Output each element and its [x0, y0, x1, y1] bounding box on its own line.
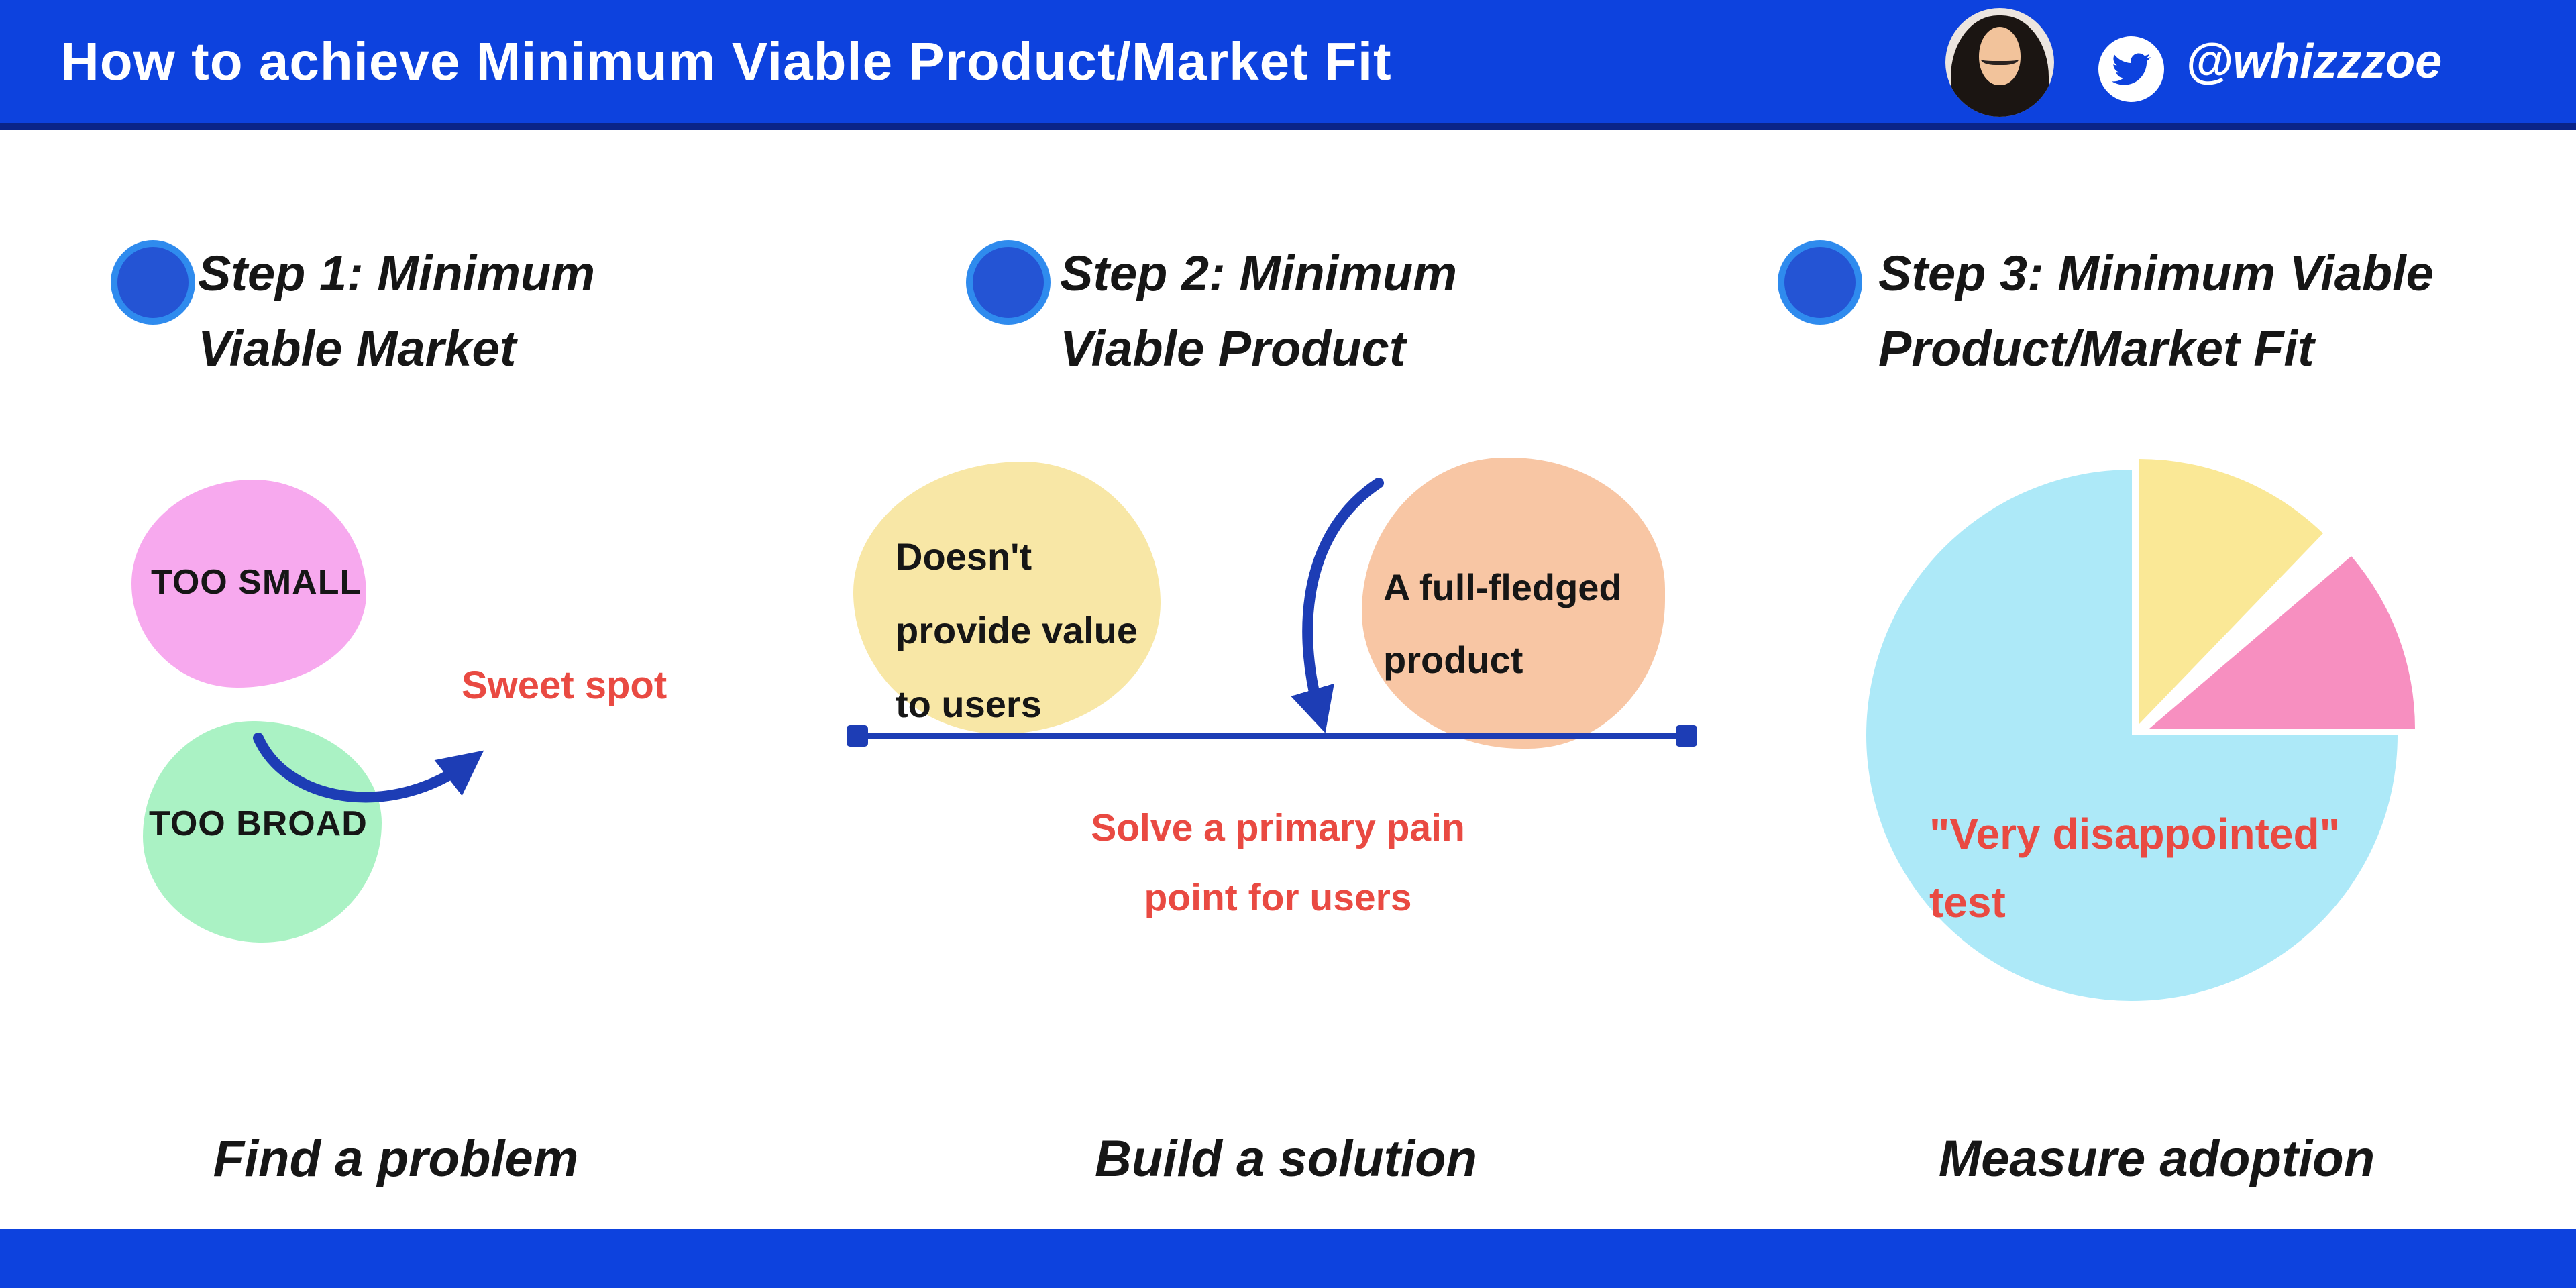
spectrum-line: [849, 733, 1697, 739]
full-product-blob: [1362, 458, 1665, 749]
step2-bullet-icon: [966, 240, 1051, 325]
no-value-label-line3: to users: [896, 683, 1042, 725]
header-bar: How to achieve Minimum Viable Product/Ma…: [0, 0, 2576, 130]
very-disappointed-label: "Very disappointed" test: [1929, 800, 2340, 936]
twitter-handle: @whizzzoe: [2186, 35, 2443, 89]
sweet-spot-label: Sweet spot: [462, 663, 667, 707]
avatar-glasses: [1981, 52, 2019, 66]
footer-bar: [0, 1229, 2576, 1288]
solve-pain-point-label: Solve a primary pain point for users: [1043, 793, 1513, 932]
step1-heading-line1: Step 1: Minimum: [198, 246, 596, 301]
step1-heading-line2: Viable Market: [198, 321, 517, 376]
step2-caption: Build a solution: [1095, 1130, 1477, 1187]
no-value-label-line1: Doesn't: [896, 535, 1032, 578]
full-product-label: A full-fledged product: [1383, 551, 1622, 696]
very-disappointed-line1: "Very disappointed": [1929, 810, 2340, 858]
step1-bullet-icon: [111, 240, 195, 325]
avatar: [1945, 8, 2054, 117]
too-broad-blob: [143, 721, 382, 943]
step3-heading: Step 3: Minimum Viable Product/Market Fi…: [1878, 236, 2434, 386]
page-title: How to achieve Minimum Viable Product/Ma…: [60, 32, 1392, 91]
solve-pain-point-line1: Solve a primary pain: [1091, 806, 1465, 849]
pie-slice-cyan: [1866, 470, 2398, 1001]
too-small-blob: [131, 480, 366, 688]
step2-heading: Step 2: Minimum Viable Product: [1060, 236, 1457, 386]
step2-heading-line2: Viable Product: [1060, 321, 1406, 376]
full-product-label-line1: A full-fledged: [1383, 566, 1622, 608]
no-value-label: Doesn't provide value to users: [896, 520, 1138, 741]
very-disappointed-line2: test: [1929, 878, 2006, 926]
too-broad-label: TOO BROAD: [149, 804, 368, 843]
solve-pain-point-line2: point for users: [1144, 876, 1412, 919]
step3-bullet-icon: [1778, 240, 1862, 325]
curved-arrow-icon: [253, 733, 484, 803]
step1-heading: Step 1: Minimum Viable Market: [198, 236, 595, 386]
twitter-icon: [2098, 36, 2164, 102]
full-product-label-line2: product: [1383, 639, 1523, 681]
too-small-label: TOO SMALL: [151, 563, 362, 602]
step3-heading-line1: Step 3: Minimum Viable: [1878, 246, 2434, 301]
spectrum-right-endpoint: [1676, 725, 1697, 747]
spectrum-left-endpoint: [847, 725, 868, 747]
adoption-pie-chart: [1866, 459, 2415, 1001]
step3-heading-line2: Product/Market Fit: [1878, 321, 2314, 376]
pie-slice-pink: [2149, 556, 2415, 729]
pie-slice-yellow: [2139, 459, 2323, 724]
no-value-blob: [853, 462, 1161, 734]
step1-caption: Find a problem: [213, 1130, 579, 1187]
step3-caption: Measure adoption: [1938, 1130, 2375, 1187]
no-value-label-line2: provide value: [896, 609, 1138, 651]
step2-heading-line1: Step 2: Minimum: [1060, 246, 1458, 301]
down-arrow-icon: [1291, 478, 1384, 733]
